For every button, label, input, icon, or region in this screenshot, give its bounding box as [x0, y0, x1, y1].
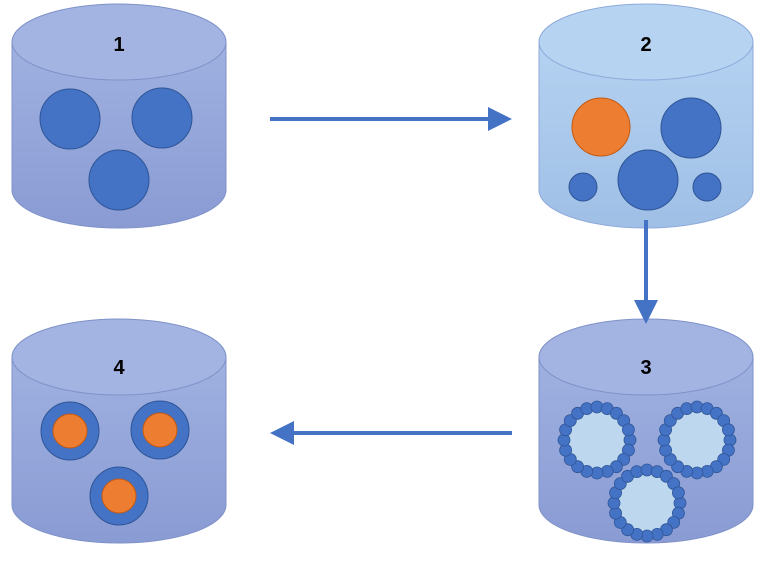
bead-ring: [557, 400, 637, 480]
cylinder-2: 2: [538, 3, 754, 229]
bead: [722, 423, 735, 437]
cylinder-4-top: [11, 318, 227, 396]
core-shell-particle: [40, 401, 100, 461]
cylinder-3: 3: [538, 318, 754, 544]
blue-circle: [660, 97, 722, 159]
cylinder-4: 4: [11, 318, 227, 544]
core-shell-particle: [130, 400, 190, 460]
cylinder-1-body: [11, 41, 227, 229]
cylinder-2-top: [538, 3, 754, 81]
bead-ring-core: [666, 409, 728, 471]
blue-circle: [131, 87, 193, 149]
blue-circle: [617, 149, 679, 211]
cylinder-1-label: 1: [113, 34, 124, 56]
cylinder-1: 1: [11, 3, 227, 229]
bead-ring: [607, 463, 687, 543]
small-blue-circle: [568, 172, 598, 202]
bead-ring-core: [616, 472, 678, 534]
bead-ring-core: [566, 409, 628, 471]
small-blue-circle: [692, 172, 722, 202]
cylinder-1-top: [11, 3, 227, 81]
bead: [622, 423, 635, 437]
bead-ring: [657, 400, 737, 480]
cylinder-4-label: 4: [113, 357, 125, 379]
blue-circle: [88, 149, 150, 211]
bead-rings: [557, 400, 737, 543]
cylinder-3-label: 3: [640, 357, 651, 379]
cylinder-2-label: 2: [640, 34, 651, 56]
blue-circle: [39, 88, 101, 150]
bead: [672, 486, 685, 500]
orange-circle: [571, 97, 631, 157]
core-shell-particle: [89, 466, 149, 526]
